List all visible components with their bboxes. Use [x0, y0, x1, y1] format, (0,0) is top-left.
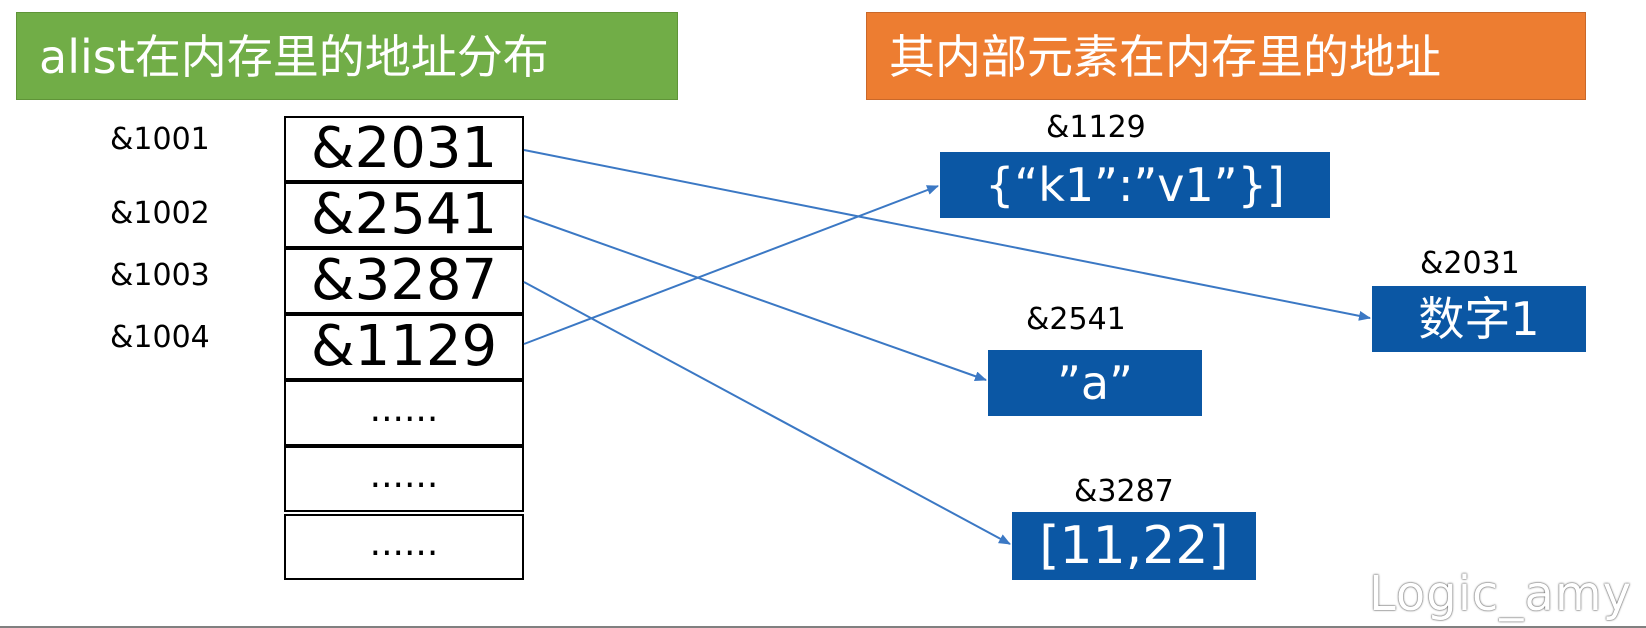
memory-cell-5: ...... [284, 380, 524, 446]
element-label-1129: &1129 [1046, 110, 1146, 145]
memory-cell-3: &3287 [284, 248, 524, 314]
element-box-dict: {“k1”:”v1”}] [940, 152, 1330, 218]
element-address-header: 其内部元素在内存里的地址 [866, 12, 1586, 100]
element-box-string: ”a” [988, 350, 1202, 416]
element-box-list: [11,22] [1012, 512, 1256, 580]
bottom-divider [0, 626, 1646, 628]
element-label-2031: &2031 [1420, 246, 1520, 281]
memory-cell-7: ...... [284, 514, 524, 580]
memory-layout-header: alist在内存里的地址分布 [16, 12, 678, 100]
memory-cell-4: &1129 [284, 314, 524, 380]
address-label-1004: &1004 [110, 320, 210, 355]
element-label-3287: &3287 [1074, 474, 1174, 509]
arrow-1129-to-dict [523, 185, 939, 345]
memory-cell-2: &2541 [284, 182, 524, 248]
arrow-3287-to-list [523, 281, 1011, 545]
address-label-1003: &1003 [110, 258, 210, 293]
address-label-1001: &1001 [110, 122, 210, 157]
element-label-2541: &2541 [1026, 302, 1126, 337]
memory-cell-1: &2031 [284, 116, 524, 182]
watermark: Logic_amy [1368, 566, 1632, 622]
element-box-number: 数字1 [1372, 286, 1586, 352]
memory-cell-6: ...... [284, 446, 524, 512]
arrow-2541-to-string [523, 215, 987, 382]
address-label-1002: &1002 [110, 196, 210, 231]
